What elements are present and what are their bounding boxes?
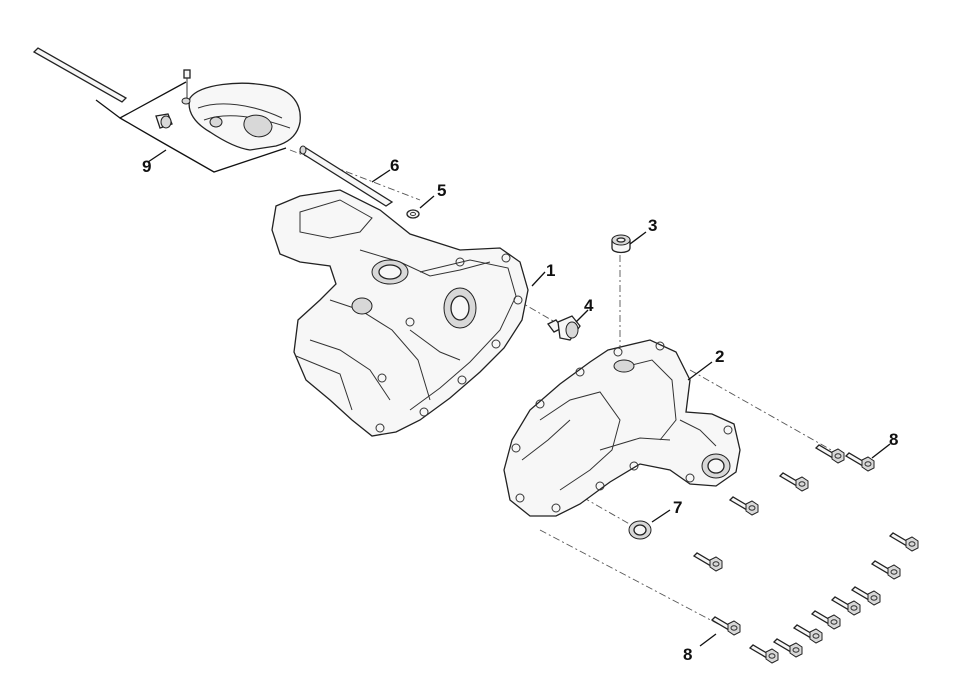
callout-8-top: 8	[889, 430, 898, 449]
leader-lines	[371, 169, 891, 647]
callout-labels: 1 2 3 4 5 6 7 8 8 9	[142, 156, 898, 664]
bolt-icon	[748, 644, 779, 664]
bolt-icon	[870, 560, 901, 580]
bolt-icon	[710, 616, 741, 636]
bolt-icon	[772, 638, 803, 658]
cover-assembly-part-9	[32, 47, 301, 173]
rod-part-6	[298, 145, 394, 207]
callout-5: 5	[437, 181, 446, 200]
callout-1: 1	[546, 261, 555, 280]
bolt-icon	[830, 596, 861, 616]
callout-8-bottom: 8	[683, 645, 692, 664]
bolt-icon	[850, 586, 881, 606]
bolt-icon	[814, 444, 845, 464]
bolt-icon	[810, 610, 841, 630]
bolt-icon	[792, 624, 823, 644]
bolt-icon	[692, 552, 723, 572]
seal-part-7	[628, 520, 652, 540]
callout-7: 7	[673, 498, 682, 517]
callout-3: 3	[648, 216, 657, 235]
bolt-icon	[728, 496, 759, 516]
bolt-icon	[844, 452, 875, 472]
bolt-icon	[888, 532, 919, 552]
callout-2: 2	[715, 347, 724, 366]
washer-part-5	[406, 209, 420, 219]
main-housing-part-1	[271, 189, 529, 437]
callout-9: 9	[142, 157, 151, 176]
side-cover-part-2	[503, 339, 741, 517]
fitting-part-4	[547, 315, 581, 341]
callout-4: 4	[584, 296, 594, 315]
bolt-icon	[778, 472, 809, 492]
plug-part-3	[611, 234, 631, 254]
callout-6: 6	[390, 156, 399, 175]
bolt-set-part-8	[692, 444, 919, 664]
